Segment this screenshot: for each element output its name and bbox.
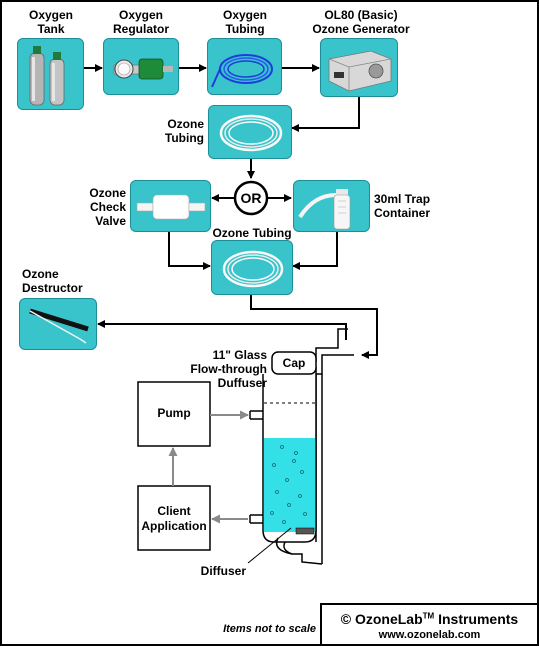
- label-diffuser: Diffuser: [200, 564, 246, 578]
- ozone-generator-icon: [328, 50, 392, 92]
- check-valve-photo: [130, 180, 211, 232]
- brand-prefix: © OzoneLab: [340, 611, 423, 627]
- label-or: OR: [240, 190, 262, 206]
- check-valve-icon: [136, 194, 206, 220]
- brand-title: © OzoneLabTM Instruments: [322, 611, 537, 627]
- brand-box: © OzoneLabTM Instruments www.ozonelab.co…: [320, 603, 537, 644]
- oxygen-tank-photo: [17, 38, 84, 110]
- arrow-tubing-to-column: [250, 294, 378, 359]
- not-to-scale-note: Items not to scale: [223, 623, 316, 635]
- label-oxygen-regulator: Oxygen Regulator: [112, 8, 169, 36]
- pump-box: [137, 381, 211, 447]
- brand-tm: TM: [422, 611, 435, 621]
- brand-suffix: Instruments: [434, 611, 519, 627]
- regulator-photo: [103, 38, 179, 95]
- trap-container-icon: [298, 189, 351, 230]
- arrow-check-valve-to-tubing: [168, 232, 211, 270]
- brand-url[interactable]: www.ozonelab.com: [378, 629, 481, 641]
- oxygen-tubing-photo: [207, 38, 282, 95]
- diffuser-disc: [295, 527, 315, 535]
- ozone-tubing-coil-icon: [219, 114, 283, 152]
- ozone-tubing-coil-icon: [222, 250, 284, 288]
- label-oxygen-tubing: Oxygen Tubing: [222, 8, 267, 36]
- ozone-tubing-top-photo: [208, 105, 292, 159]
- glass-diffuser-column: [249, 328, 354, 565]
- label-pump: Pump: [157, 406, 191, 420]
- label-check-valve: Ozone Check Valve: [89, 186, 126, 228]
- trap-container-photo: [293, 180, 370, 232]
- client-application-box: [137, 485, 211, 551]
- liquid-fill: [264, 438, 315, 532]
- arrow-column-to-destructor: [97, 320, 347, 340]
- ozone-tubing-mid-photo: [211, 240, 293, 295]
- label-glass-diffuser: 11" Glass Flow-through Duffuser: [190, 348, 267, 390]
- diffuser-pointer: [247, 527, 292, 564]
- label-trap-container: 30ml Trap Container: [374, 192, 431, 220]
- label-ozone-destructor: Ozone Destructor: [22, 267, 83, 295]
- label-ozone-tubing-top: Ozone Tubing: [164, 117, 204, 145]
- oxygen-tubing-icon: [211, 54, 273, 88]
- destructor-icon: [29, 308, 89, 344]
- oxygen-tank-icon: [29, 46, 65, 106]
- destructor-photo: [19, 298, 97, 350]
- cap-shape: [271, 351, 317, 375]
- arrow-trap-to-tubing: [292, 232, 338, 270]
- label-client-application: Client Application: [141, 504, 207, 533]
- arrow-generator-to-ozone-tubing: [291, 97, 360, 132]
- label-ozone-tubing-mid: Ozone Tubing: [212, 226, 292, 240]
- ozone-generator-photo: [320, 38, 398, 97]
- label-oxygen-tank: Oxygen Tank: [28, 8, 73, 36]
- or-circle: [233, 180, 269, 216]
- regulator-icon: [113, 58, 173, 80]
- label-cap: Cap: [282, 356, 306, 370]
- label-ozone-generator: OL80 (Basic) Ozone Generator: [312, 8, 410, 36]
